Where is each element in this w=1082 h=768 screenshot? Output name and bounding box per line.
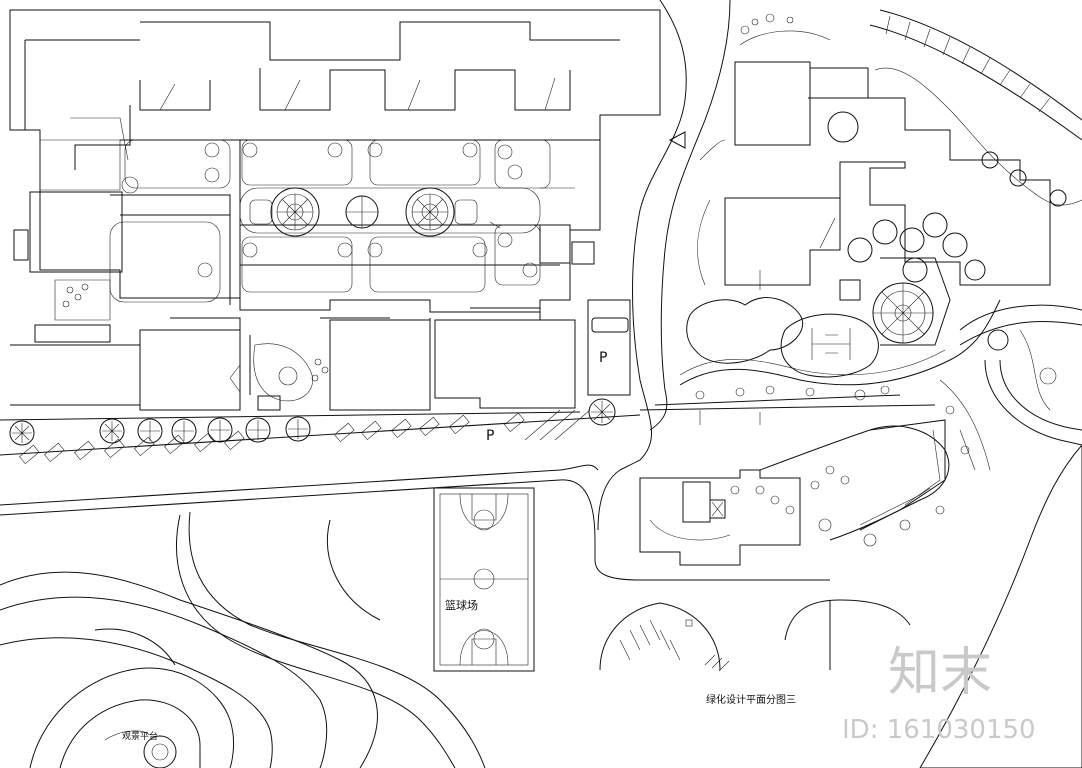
fountain-rosette-left — [270, 187, 320, 237]
drawing-title: 绿化设计平面分图三 — [706, 693, 796, 706]
central-courtyard — [109, 139, 551, 303]
residential-block-south — [10, 307, 576, 411]
stair-east — [571, 241, 595, 265]
east-garden-pavilions — [679, 212, 1001, 401]
image-id-text: ID: 161030150 — [842, 715, 1036, 745]
annotation-leaders — [70, 77, 836, 425]
street-tree-row — [0, 398, 641, 456]
fountain-rosette-right — [405, 187, 455, 237]
parking-east: P — [587, 299, 631, 396]
basketball-court: 篮球场 — [433, 487, 535, 672]
west-garden — [34, 139, 121, 343]
east-hatched-field — [919, 444, 1082, 768]
residential-block-north — [9, 9, 661, 313]
main-road — [0, 0, 936, 581]
east-round-plaza — [959, 304, 1082, 446]
stair-south — [257, 395, 281, 411]
south-east-garden — [639, 379, 991, 566]
northeast-arc-buildings — [869, 9, 1082, 207]
basketball-court-label: 篮球场 — [445, 598, 478, 612]
viewing-platform-label: 观景平台 — [122, 730, 158, 742]
hatched-plaza-east — [539, 224, 571, 264]
parking-mark-south: P — [486, 428, 494, 444]
parking-mark-east: P — [599, 350, 607, 366]
stair-west — [13, 229, 29, 261]
central-round-paving — [345, 195, 379, 229]
contour-landform: 观景平台 — [0, 511, 486, 768]
hatched-plaza-west — [29, 191, 123, 273]
parking-row-south: P — [19, 409, 591, 465]
south-east-lower-road — [599, 599, 911, 672]
watermark-logo-text: 知末 — [888, 643, 992, 703]
east-north-complex — [697, 13, 1051, 286]
